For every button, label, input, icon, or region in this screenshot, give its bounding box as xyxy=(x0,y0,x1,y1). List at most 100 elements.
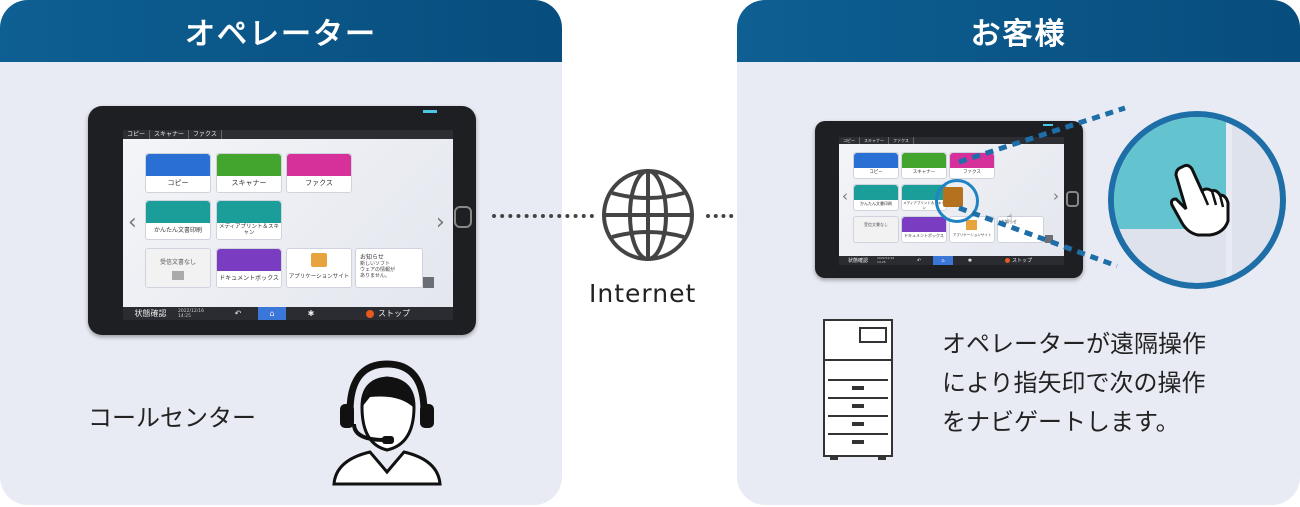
tile-notice[interactable]: お知らせ xyxy=(997,216,1044,243)
notice-text: 新しいソフト ウェアの情報が ありません。 xyxy=(360,261,396,279)
tab-scanner[interactable]: スキャナー xyxy=(150,130,190,139)
stop-icon xyxy=(1005,258,1010,263)
customer-title: お客様 xyxy=(737,0,1300,62)
tile-label: お知らせ xyxy=(360,254,384,261)
operator-panel: オペレーター コピー スキャナー ファクス コピー スキャナー ファクス xyxy=(0,0,562,505)
document-icon xyxy=(854,185,898,200)
customer-screen: コピー スキャナー ファクス コピー スキャナー ファクス かんたん文書印刷 xyxy=(839,137,1064,265)
operator-screen: コピー スキャナー ファクス コピー スキャナー ファクス かんたん文書印刷 xyxy=(123,130,453,320)
tile-fax[interactable]: ファクス xyxy=(286,153,352,193)
tile-easy-print[interactable]: かんたん文書印刷 xyxy=(145,200,211,240)
tile-label: アプリケーションサイト xyxy=(288,274,350,280)
printer-icon xyxy=(823,319,893,460)
tile-label: ドキュメントボックス xyxy=(219,275,279,282)
tile-label: 受信文書なし xyxy=(159,259,196,266)
tile-app-site[interactable]: アプリケーションサイト xyxy=(286,248,352,288)
copy-icon xyxy=(854,153,898,168)
customer-tablet: コピー スキャナー ファクス コピー スキャナー ファクス かんたん文書印刷 xyxy=(815,121,1083,278)
tab-scanner[interactable]: スキャナー xyxy=(860,137,889,144)
description-line: をナビゲートします。 xyxy=(942,408,1180,436)
tile-received-docs[interactable]: 受信文書なし xyxy=(853,216,899,243)
internet-label: Internet xyxy=(589,279,697,308)
status-led xyxy=(423,110,437,113)
globe-icon xyxy=(602,169,694,261)
tile-label: かんたん文書印刷 xyxy=(860,201,892,206)
tab-copy[interactable]: コピー xyxy=(123,130,151,139)
tile-document-box[interactable]: ドキュメントボックス xyxy=(216,248,282,288)
tile-easy-print[interactable]: かんたん文書印刷 xyxy=(853,184,899,211)
home-icon[interactable]: ⌂ xyxy=(258,307,286,320)
tab-copy[interactable]: コピー xyxy=(839,137,860,144)
chevron-right-icon[interactable]: › xyxy=(1053,187,1059,205)
description-line: により指矢印で次の操作 xyxy=(942,369,1206,397)
operator-tablet: コピー スキャナー ファクス コピー スキャナー ファクス かんたん文書印刷 xyxy=(88,106,476,335)
highlight-circle xyxy=(935,179,979,223)
tile-document-box[interactable]: ドキュメントボックス xyxy=(901,216,947,243)
zoom-circle xyxy=(1108,111,1286,289)
document-icon xyxy=(146,201,210,223)
tile-scanner[interactable]: スキャナー xyxy=(901,152,947,179)
usb-icon xyxy=(217,201,281,223)
tile-label: ファクス xyxy=(963,170,981,175)
fax-icon xyxy=(950,153,994,168)
stop-button[interactable]: ストップ xyxy=(1005,257,1032,264)
operator-title: オペレーター xyxy=(0,0,562,62)
stop-icon xyxy=(366,309,374,318)
zoom-callout-lines xyxy=(958,105,1126,269)
description-text: オペレーターが遠隔操作 により指矢印で次の操作 をナビゲートします。 xyxy=(942,325,1206,442)
back-icon[interactable]: ↶ xyxy=(234,309,242,318)
chevron-right-icon[interactable]: › xyxy=(436,210,445,235)
tile-label: メディアプリント＆スキャン xyxy=(903,201,945,210)
tab-fax[interactable]: ファクス xyxy=(189,130,222,139)
tile-label: 受信文書なし xyxy=(864,222,888,227)
operator-headset-icon xyxy=(332,360,442,486)
scanner-icon xyxy=(217,154,281,176)
document-box-icon xyxy=(902,217,946,232)
chevron-left-icon[interactable]: ‹ xyxy=(128,210,137,235)
app-box-icon xyxy=(943,187,963,207)
stop-button[interactable]: ストップ xyxy=(366,308,410,319)
tile-copy[interactable]: コピー xyxy=(853,152,899,179)
grid-icon[interactable] xyxy=(423,277,434,288)
status-button[interactable]: 状態確認 xyxy=(134,309,167,318)
tile-fax[interactable]: ファクス xyxy=(949,152,995,179)
tile-label: アプリケーションサイト xyxy=(952,233,992,237)
scanner-icon xyxy=(902,153,946,168)
tile-scanner[interactable]: スキャナー xyxy=(216,153,282,193)
tile-label: スキャナー xyxy=(231,179,267,187)
tab-fax[interactable]: ファクス xyxy=(889,137,914,144)
status-button[interactable]: 状態確認 xyxy=(847,258,868,264)
tile-label: コピー xyxy=(869,170,883,175)
call-center-label: コールセンター xyxy=(88,404,256,432)
status-led xyxy=(1043,124,1053,126)
tile-received-docs[interactable]: 受信文書なし xyxy=(145,248,211,288)
grid-icon[interactable] xyxy=(1045,235,1053,243)
inbox-icon xyxy=(172,271,184,280)
tile-label: かんたん文書印刷 xyxy=(153,227,202,234)
gear-icon[interactable]: ✱ xyxy=(307,309,315,318)
copy-icon xyxy=(146,154,210,176)
side-button-icon[interactable] xyxy=(454,206,472,228)
back-icon[interactable]: ↶ xyxy=(916,257,922,264)
tile-copy[interactable]: コピー xyxy=(145,153,211,193)
tile-notice[interactable]: お知らせ 新しいソフト ウェアの情報が ありません。 xyxy=(355,248,423,288)
customer-panel: お客様 コピー スキャナー ファクス コピー スキャナー ファクス xyxy=(737,0,1300,505)
app-site-icon xyxy=(966,220,977,230)
tile-label: スキャナー xyxy=(912,170,936,175)
chevron-left-icon[interactable]: ‹ xyxy=(842,187,848,205)
hand-pointer-small-icon: ☝ xyxy=(1007,213,1013,223)
tile-label: お知らせ xyxy=(1001,219,1017,224)
document-box-icon xyxy=(217,249,281,271)
hand-pointer-icon xyxy=(1170,163,1230,237)
home-icon[interactable]: ⌂ xyxy=(933,256,953,265)
side-button-icon[interactable] xyxy=(1066,191,1079,207)
tile-media-print[interactable]: メディアプリント＆スキャン xyxy=(216,200,282,240)
tile-label: ドキュメントボックス xyxy=(904,233,944,238)
tile-label: メディアプリント＆スキャン xyxy=(218,224,280,236)
gear-icon[interactable]: ✱ xyxy=(967,257,973,264)
tab-strip: コピー スキャナー ファクス xyxy=(123,130,453,139)
